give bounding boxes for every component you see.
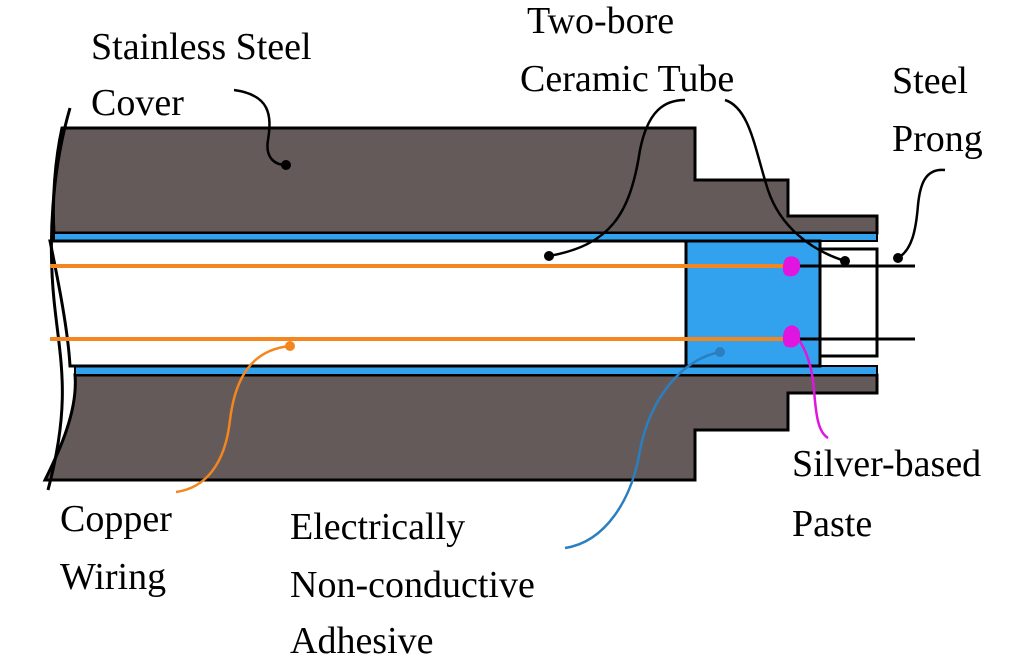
adhesive-end-plug	[684, 239, 822, 368]
cut-edge-line	[46, 107, 72, 491]
leader-dot-steel-prong	[893, 253, 903, 263]
label-stainless-steel-cover-line2: Cover	[91, 82, 184, 124]
label-steel-prong-line1: Steel	[892, 60, 968, 102]
label-two-bore-ceramic-tube-line1: Two-bore	[527, 0, 675, 42]
steel-cover-lower	[42, 373, 879, 482]
leader-copper-wiring	[175, 344, 291, 494]
leader-stainless-steel-cover	[233, 88, 287, 167]
leader-silver-paste	[792, 332, 829, 440]
label-silver-based-paste-line1: Silver-based	[792, 443, 982, 485]
leader-dot-two-bore-ceramic-tube	[544, 251, 554, 261]
label-adhesive-line1: Electrically	[290, 506, 466, 548]
leader-dot-stainless-steel-cover	[281, 160, 291, 170]
label-two-bore-ceramic-tube-line2: Ceramic Tube	[520, 58, 735, 100]
leader-dot-adhesive	[715, 347, 725, 357]
leader-two-bore-ceramic-tube	[548, 98, 686, 258]
leader-dot-copper-wiring	[285, 341, 295, 351]
label-silver-based-paste-line2: Paste	[792, 503, 873, 545]
label-copper-wiring-line2: Wiring	[60, 556, 167, 598]
leader-dot-ceramic-to-prong	[840, 256, 850, 266]
ceramic-tube-bore	[48, 239, 688, 368]
leader-dot-silver-paste	[788, 328, 798, 338]
label-adhesive-line2: Non-conductive	[290, 564, 535, 606]
leader-adhesive	[564, 350, 721, 550]
silver-paste-upper	[782, 256, 801, 277]
leader-ceramic-tube-to-prong	[724, 98, 846, 263]
label-steel-prong-line2: Prong	[892, 118, 983, 160]
label-stainless-steel-cover-line1: Stainless Steel	[91, 26, 312, 68]
label-copper-wiring-line1: Copper	[60, 498, 172, 540]
label-adhesive-line3: Adhesive	[290, 620, 434, 662]
leader-steel-prong	[897, 168, 946, 260]
